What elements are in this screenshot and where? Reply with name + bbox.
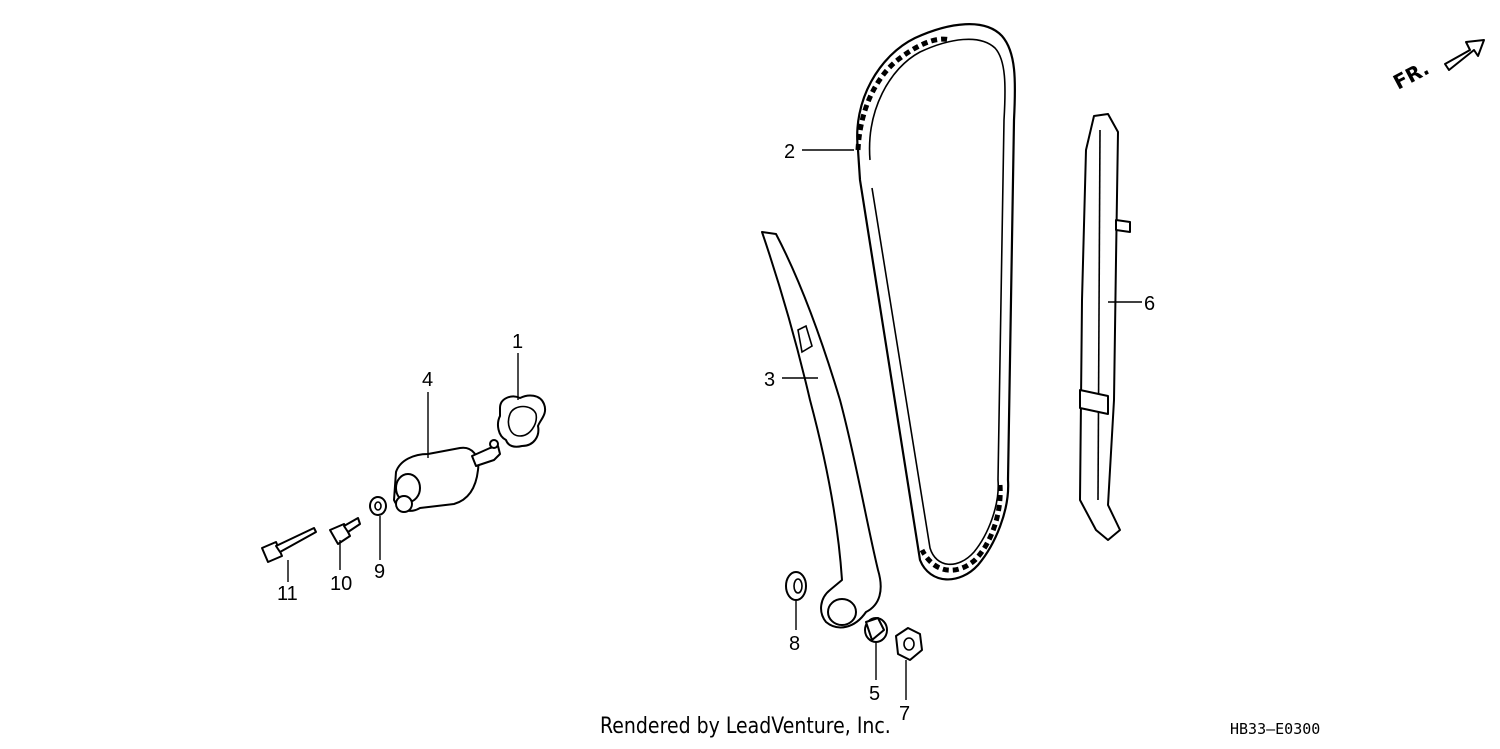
leader-lines bbox=[287, 149, 1142, 700]
chain-guide[interactable] bbox=[1079, 113, 1131, 541]
washer-8[interactable] bbox=[785, 571, 807, 601]
rendered-by-footer: Rendered by LeadVenture, Inc. bbox=[600, 714, 891, 739]
callout-2[interactable]: 2 bbox=[784, 141, 795, 163]
bolt-10[interactable] bbox=[329, 517, 361, 545]
callout-9[interactable]: 9 bbox=[374, 561, 385, 583]
callout-5[interactable]: 5 bbox=[869, 683, 880, 705]
callout-4[interactable]: 4 bbox=[422, 369, 433, 391]
cam-chain[interactable] bbox=[855, 23, 1017, 581]
callout-7[interactable]: 7 bbox=[899, 703, 910, 725]
bolt-11[interactable] bbox=[261, 527, 317, 563]
tensioner-arm[interactable] bbox=[761, 231, 882, 629]
callout-10[interactable]: 10 bbox=[330, 573, 352, 595]
front-arrow-icon: FR. bbox=[1389, 39, 1485, 95]
washer-9[interactable] bbox=[369, 496, 387, 516]
callout-6[interactable]: 6 bbox=[1144, 293, 1155, 315]
callout-3[interactable]: 3 bbox=[764, 369, 775, 391]
callout-1[interactable]: 1 bbox=[512, 331, 523, 353]
nut-7[interactable] bbox=[895, 627, 923, 661]
diagram-code: HB33—E0300 bbox=[1230, 720, 1321, 738]
front-indicator-label: FR. bbox=[1389, 56, 1433, 95]
collar-5[interactable] bbox=[864, 617, 888, 643]
tensioner-lifter[interactable] bbox=[393, 439, 501, 513]
callout-11[interactable]: 11 bbox=[277, 583, 298, 605]
tensioner-gasket[interactable] bbox=[497, 394, 547, 448]
callout-8[interactable]: 8 bbox=[789, 633, 800, 655]
